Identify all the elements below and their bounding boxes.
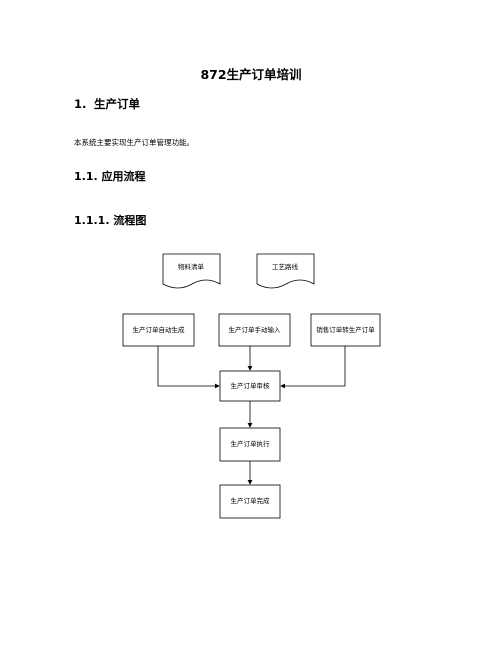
flowchart-box-manual-input: 生产订单手动输入 xyxy=(218,313,291,347)
flowchart-box-auto-generate-label: 生产订单自动生成 xyxy=(133,325,186,334)
flowchart-box-sales-convert: 销售订单转生产订单 xyxy=(310,313,381,347)
flowchart-doc-routing-label: 工艺路线 xyxy=(272,262,299,271)
heading-section-1-1: 1.1. 应用流程 xyxy=(74,170,146,183)
flowchart-box-sales-convert-label: 销售订单转生产订单 xyxy=(316,325,375,334)
flowchart-box-auto-generate: 生产订单自动生成 xyxy=(122,313,195,347)
heading-section-1-number: 1. xyxy=(74,97,87,111)
flowchart-box-execute: 生产订单执行 xyxy=(219,427,281,462)
flowchart-doc-materials: 物料清单 xyxy=(162,253,221,289)
flowchart-box-complete-label: 生产订单完成 xyxy=(231,496,271,505)
flowchart-box-manual-input-label: 生产订单手动输入 xyxy=(229,325,282,334)
flowchart-doc-materials-label: 物料清单 xyxy=(178,262,205,271)
document-title: 872生产订单培训 xyxy=(200,67,302,82)
flowchart-doc-routing: 工艺路线 xyxy=(256,253,315,289)
flowchart-box-review-label: 生产订单审核 xyxy=(231,381,271,390)
heading-section-1-1-1: 1.1.1. 流程图 xyxy=(74,214,147,227)
flowchart-box-complete: 生产订单完成 xyxy=(219,484,281,519)
heading-section-1-text: 生产订单 xyxy=(94,97,140,111)
flowchart-arrow-sales-to-review xyxy=(280,346,346,389)
heading-section-1: 1. 生产订单 xyxy=(74,96,140,112)
flowchart-arrow-auto-to-review xyxy=(157,346,220,389)
flowchart-box-execute-label: 生产订单执行 xyxy=(231,439,271,448)
flowchart-box-review: 生产订单审核 xyxy=(219,370,281,402)
intro-paragraph: 本系统主要实现生产订单管理功能。 xyxy=(74,138,194,147)
